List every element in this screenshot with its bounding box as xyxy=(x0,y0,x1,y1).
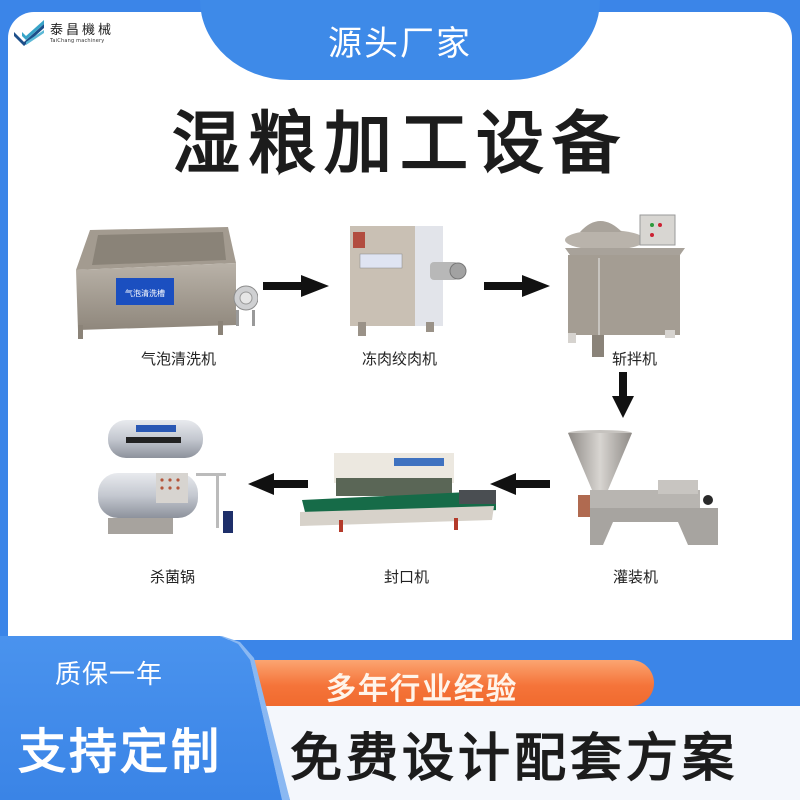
meat-grinder-image xyxy=(350,226,467,336)
sealing-machine-image xyxy=(300,453,496,532)
arrow-right-icon xyxy=(484,275,550,297)
filling-machine-image xyxy=(568,430,718,545)
sterilizer-image xyxy=(98,420,233,534)
arrow-right-icon xyxy=(263,275,329,297)
step-label-sealing-machine: 封口机 xyxy=(384,568,430,586)
arrow-left-icon xyxy=(490,473,550,495)
logo-english-name: TaiChang machinery xyxy=(50,37,105,44)
warranty-label: 质保一年 xyxy=(55,660,164,690)
step-label-bubble-washer: 气泡清洗机 xyxy=(141,350,217,368)
step-label-sterilizer: 杀菌锅 xyxy=(150,568,196,586)
experience-banner xyxy=(254,660,654,706)
customization-label: 支持定制 xyxy=(18,724,223,780)
warranty-panel xyxy=(0,636,280,800)
brand-logo: 泰昌機械 TaiChang machinery xyxy=(12,20,114,48)
logo-chevron-icon xyxy=(14,20,44,46)
bubble-washer-image: 气泡清洗槽 xyxy=(76,227,258,339)
logo-chinese-name: 泰昌機械 xyxy=(50,22,115,38)
arrow-down-icon xyxy=(612,372,634,418)
design-banner-bg xyxy=(262,706,800,800)
step-label-bowl-cutter: 斩拌机 xyxy=(612,350,658,368)
free-design-label: 免费设计配套方案 xyxy=(290,729,739,789)
svg-text:气泡清洗槽: 气泡清洗槽 xyxy=(125,288,165,298)
arrow-left-icon xyxy=(248,473,308,495)
source-factory-tab: 源头厂家 xyxy=(200,0,600,80)
page-title: 湿粮加工设备 xyxy=(171,105,628,184)
source-factory-label: 源头厂家 xyxy=(328,23,472,64)
step-label-filling-machine: 灌装机 xyxy=(613,568,659,586)
experience-label: 多年行业经验 xyxy=(326,672,518,707)
bowl-cutter-image xyxy=(565,214,685,357)
step-label-meat-grinder: 冻肉绞肉机 xyxy=(362,350,438,368)
